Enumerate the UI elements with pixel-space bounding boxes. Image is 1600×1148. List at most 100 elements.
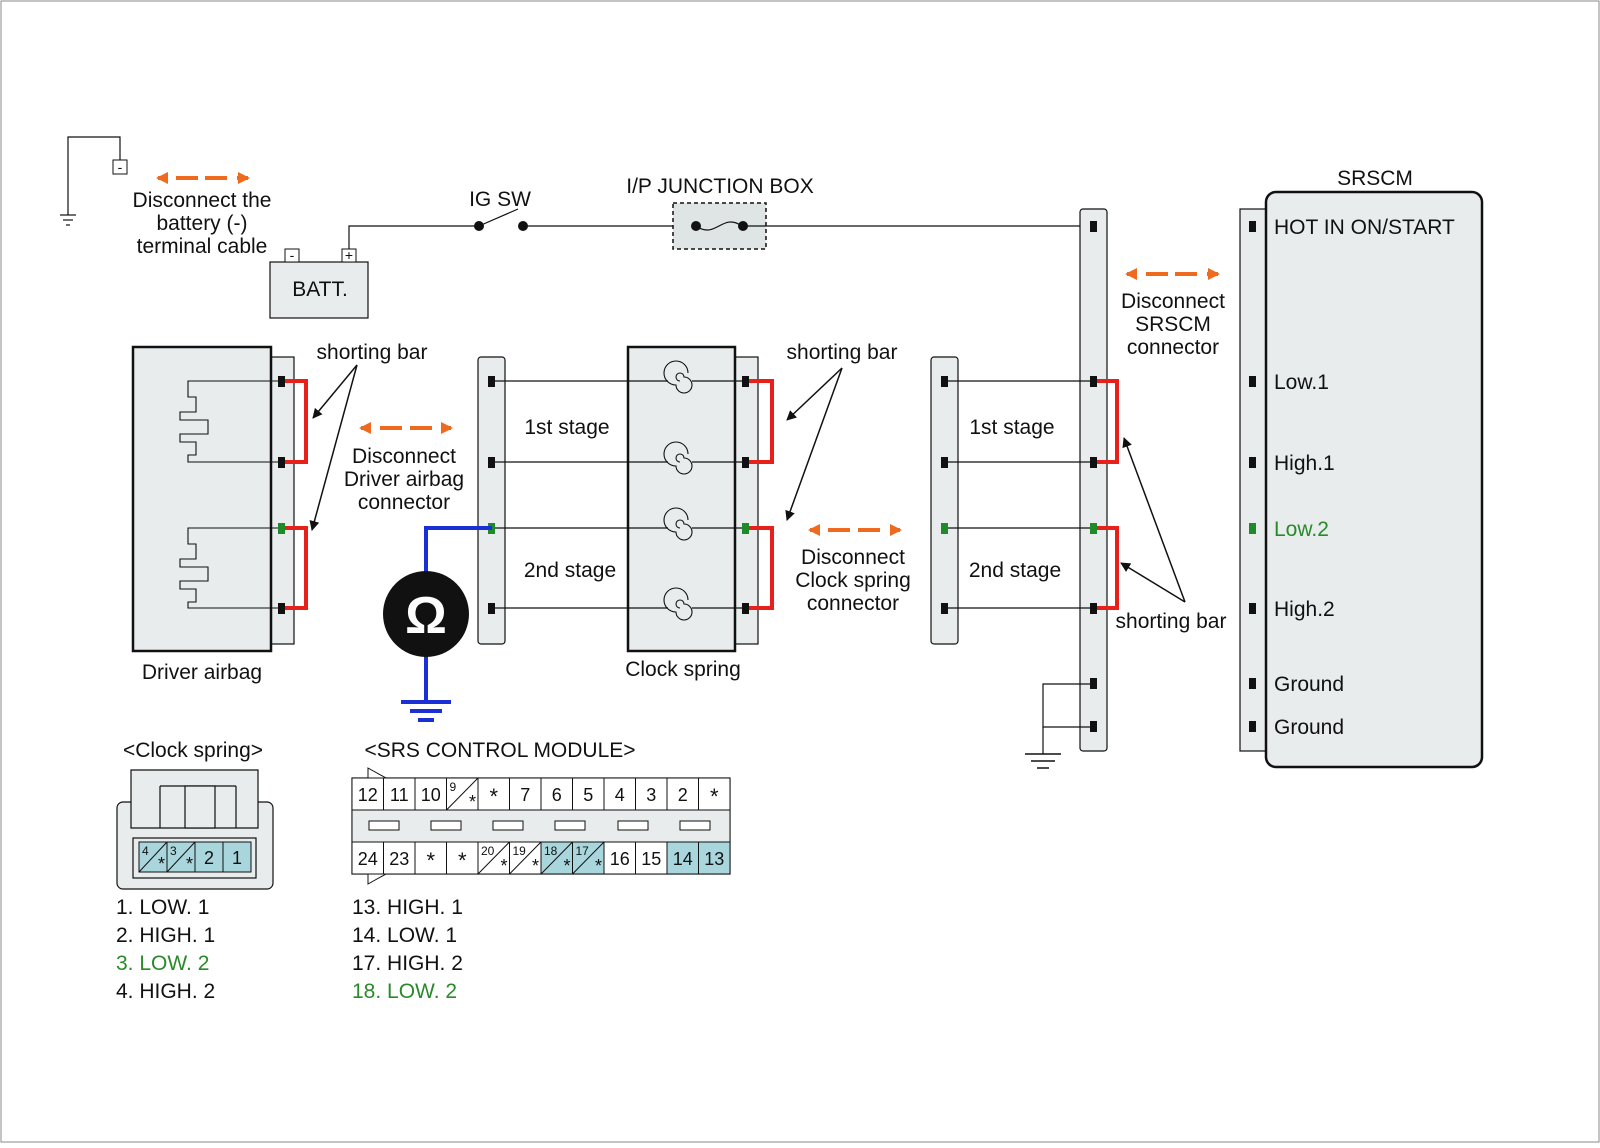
srs-pin-num: 9 xyxy=(450,780,457,794)
battery-instruction-line1: Disconnect the xyxy=(133,189,272,212)
srscm-pin-high2: High.2 xyxy=(1274,598,1335,621)
srs-pin-24: 24 xyxy=(351,841,384,875)
srs-pin-num: 20 xyxy=(481,844,495,858)
cs-pin-sub: * xyxy=(158,854,165,874)
clock-spring-input-connector: 1st stage 2nd stage xyxy=(477,356,668,645)
srs-pin-9: 9* xyxy=(446,777,479,812)
srs-pin-19: 19 * xyxy=(509,841,542,876)
airbag-instruction-line1: Disconnect xyxy=(352,445,456,468)
cs-legend-4: 4. HIGH. 2 xyxy=(116,980,215,1003)
ig-switch-label: IG SW xyxy=(469,188,531,211)
ohmmeter-dial xyxy=(383,571,469,657)
srs-pin-num: 19 xyxy=(513,844,527,858)
srs-pin-sub: * xyxy=(501,856,508,876)
srs-pin-4: 4 xyxy=(603,777,636,811)
battery-instruction-line3: terminal cable xyxy=(137,235,268,258)
srs-pin-num: 17 xyxy=(576,844,590,858)
clock-spring-instruction-line1: Disconnect xyxy=(801,546,905,569)
clock-spring-component: shorting bar Clock spring Disconnect Clo… xyxy=(625,341,911,681)
srscm-shorting-bar-label: shorting bar xyxy=(1116,610,1227,633)
battery-instruction-line2: battery (-) xyxy=(156,212,247,235)
cs-pin-3: 3* xyxy=(166,841,196,874)
battery-ground-section: - Disconnect the battery (-) terminal ca… xyxy=(60,136,369,319)
srscm-shorting-bar-1 xyxy=(1097,379,1119,464)
srs-pin-blank: * xyxy=(446,841,479,875)
srs-pin-5: 5 xyxy=(572,777,605,811)
srs-pin-num: 5 xyxy=(583,785,593,805)
cs-pin-num: 1 xyxy=(232,848,242,868)
junction-box-label: I/P JUNCTION BOX xyxy=(626,175,813,198)
srs-pin-num: * xyxy=(710,784,719,809)
srscm-pin-hot: HOT IN ON/START xyxy=(1274,216,1455,239)
srs-pin-num: 14 xyxy=(673,849,693,869)
airbag-instruction-line2: Driver airbag xyxy=(344,468,464,491)
ignition-circuit: IG SW I/P JUNCTION BOX xyxy=(348,175,1095,250)
mid-harness-connector: 1st stage 2nd stage xyxy=(930,356,1090,645)
srscm-instruction-line2: SRSCM xyxy=(1135,313,1211,336)
srs-pin-sub: * xyxy=(532,856,539,876)
battery-box xyxy=(269,261,369,319)
srs-pin-12: 12 xyxy=(351,777,384,811)
srs-pin-16: 16 xyxy=(603,841,636,875)
srscm-pin-high1: High.1 xyxy=(1274,452,1335,475)
cs-legend-1: 1. LOW. 1 xyxy=(116,896,209,919)
srs-pin-num: 13 xyxy=(704,849,724,869)
left-stage1-label: 1st stage xyxy=(524,416,609,439)
srs-pin-3: 3 xyxy=(635,777,668,811)
srs-pin-num: 4 xyxy=(615,785,625,805)
clock-spring-label: Clock spring xyxy=(625,658,741,681)
driver-airbag-body xyxy=(131,345,273,653)
srs-pin-num: 16 xyxy=(610,849,630,869)
srs-pin-num: * xyxy=(426,848,435,873)
srscm-module: SRSCM HOT IN ON/START Low.1 High.1 Low.2… xyxy=(1121,167,1484,769)
srscm-pin-ground2: Ground xyxy=(1274,716,1344,739)
srscm-instruction-line1: Disconnect xyxy=(1121,290,1225,313)
srs-legend-18: 18. LOW. 2 xyxy=(352,980,457,1003)
right-stage1-label: 1st stage xyxy=(969,416,1054,439)
battery-pos-terminal: + xyxy=(345,247,353,263)
driver-airbag-component: shorting bar Driver airbag Disconnect Dr… xyxy=(131,341,464,684)
srscm-pin-low2: Low.2 xyxy=(1274,518,1329,541)
srs-pin-11: 11 xyxy=(383,777,416,811)
srs-pin-14: 14 xyxy=(666,841,699,875)
ohmmeter: Ω xyxy=(383,526,492,722)
srs-pin-6: 6 xyxy=(540,777,573,811)
cs-pin-2: 2 xyxy=(194,841,224,873)
clock-spring-instruction-line2: Clock spring xyxy=(795,569,911,592)
airbag-shorting-bar-1 xyxy=(285,379,308,464)
right-stage2-label: 2nd stage xyxy=(969,559,1061,582)
clock-spring-instruction-line3: connector xyxy=(807,592,899,615)
srs-pin-blank: * xyxy=(477,777,510,811)
srs-pin-7: 7 xyxy=(509,777,542,811)
srs-connector-title: <SRS CONTROL MODULE> xyxy=(364,739,635,762)
srs-pin-num: * xyxy=(458,848,467,873)
srs-pin-10: 10 xyxy=(414,777,447,811)
srs-pin-sub: * xyxy=(595,856,602,876)
srs-pin-18: 18* xyxy=(540,841,573,876)
cs-pin-num: 2 xyxy=(204,848,214,868)
battery-neg-terminal: - xyxy=(290,247,295,263)
srs-pin-num: 7 xyxy=(520,785,530,805)
srs-pin-sub: * xyxy=(564,856,571,876)
cs-pin-num: 4 xyxy=(142,844,149,858)
clock-spring-connector-title: <Clock spring> xyxy=(123,739,263,762)
srs-pin-13: 13 xyxy=(698,841,731,875)
srscm-pin-low1: Low.1 xyxy=(1274,371,1329,394)
cs-pin-sub: * xyxy=(186,854,193,874)
srs-pin-num: 24 xyxy=(358,849,378,869)
clock-spring-shorting-bar-2 xyxy=(749,526,774,610)
srscm-harness-connector: shorting bar xyxy=(1025,208,1227,769)
cs-pin-1: 1 xyxy=(222,841,252,873)
srs-pin-num: 3 xyxy=(646,785,656,805)
srs-legend-13: 13. HIGH. 1 xyxy=(352,896,463,919)
battery-label: BATT. xyxy=(292,278,348,301)
srs-pin-num: * xyxy=(489,784,498,809)
srscm-title: SRSCM xyxy=(1337,167,1413,190)
airbag-shorting-bar-2 xyxy=(285,526,308,610)
srs-pin-num: 10 xyxy=(421,785,441,805)
clock-spring-shorting-bar-label: shorting bar xyxy=(787,341,898,364)
